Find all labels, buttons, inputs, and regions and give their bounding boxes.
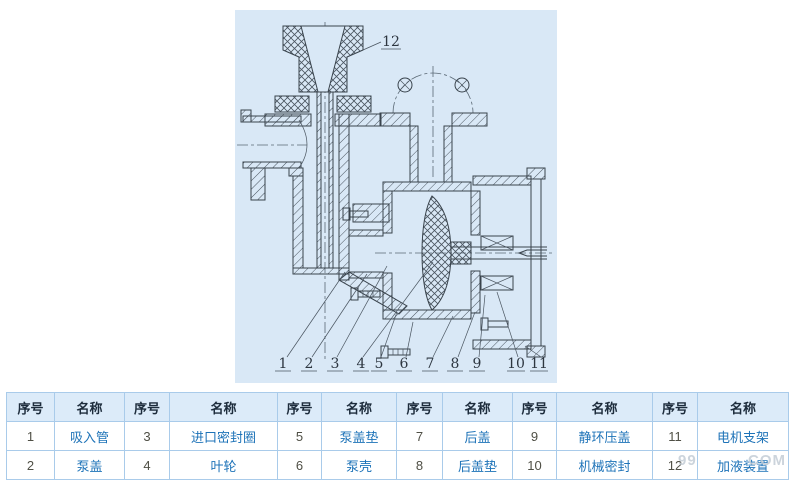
header-no: 序号 (124, 392, 170, 422)
part-name: 静环压盖 (556, 421, 653, 451)
pump-cross-section-drawing: 1 2 3 4 5 6 7 8 9 10 11 12 (237, 22, 553, 372)
header-name: 名称 (321, 392, 397, 422)
filling-funnel (282, 25, 364, 93)
bolt-fasteners (342, 203, 509, 359)
part-name: 电机支架 (697, 421, 789, 451)
part-name: 叶轮 (169, 450, 278, 480)
part-no: 9 (512, 421, 557, 451)
label-2: 2 (305, 356, 314, 372)
label-11: 11 (530, 356, 548, 372)
part-name: 加液装置 (697, 450, 789, 480)
header-no: 序号 (512, 392, 557, 422)
label-3: 3 (331, 356, 340, 372)
part-name: 机械密封 (556, 450, 653, 480)
header-no: 序号 (277, 392, 322, 422)
table-row: 2 泵盖 4 叶轮 6 泵壳 8 后盖垫 10 机械密封 12 加液装置 (6, 450, 789, 480)
part-number-labels: 1 2 3 4 5 6 7 8 9 10 11 12 (275, 34, 548, 372)
part-no: 3 (124, 421, 170, 451)
parts-table: 序号 名称 序号 名称 序号 名称 序号 名称 序号 名称 序号 名称 1 (6, 392, 789, 480)
part-no: 4 (124, 450, 170, 480)
parts-table-wrap: 序号 名称 序号 名称 序号 名称 序号 名称 序号 名称 序号 名称 1 (6, 392, 789, 480)
header-name: 名称 (169, 392, 278, 422)
part-no: 11 (652, 421, 698, 451)
part-no: 8 (396, 450, 443, 480)
label-4: 4 (357, 356, 366, 372)
impeller (421, 195, 472, 311)
header-name: 名称 (697, 392, 789, 422)
back-cover (470, 190, 481, 314)
part-no: 6 (277, 450, 322, 480)
discharge-pipe (379, 112, 488, 183)
label-6: 6 (400, 356, 409, 372)
part-name: 后盖 (442, 421, 513, 451)
table-row: 1 吸入管 3 进口密封圈 5 泵盖垫 7 后盖 9 静环压盖 11 电机支架 (6, 421, 789, 451)
mechanical-seal (480, 235, 514, 291)
part-no: 2 (6, 450, 55, 480)
pump-diagram-panel: 1 2 3 4 5 6 7 8 9 10 11 12 (235, 10, 557, 383)
leader-lines (286, 41, 542, 358)
part-no: 5 (277, 421, 322, 451)
part-name: 进口密封圈 (169, 421, 278, 451)
part-name: 后盖垫 (442, 450, 513, 480)
part-no: 10 (512, 450, 557, 480)
label-7: 7 (426, 356, 435, 372)
header-no: 序号 (6, 392, 55, 422)
label-10: 10 (507, 356, 525, 372)
motor-bracket (472, 167, 546, 358)
part-no: 7 (396, 421, 443, 451)
label-1: 1 (279, 356, 288, 372)
part-name: 泵壳 (321, 450, 397, 480)
label-12: 12 (382, 34, 400, 50)
header-name: 名称 (54, 392, 125, 422)
header-name: 名称 (442, 392, 513, 422)
part-no: 1 (6, 421, 55, 451)
bolt-circle-marks (397, 77, 470, 93)
header-name: 名称 (556, 392, 653, 422)
part-name: 吸入管 (54, 421, 125, 451)
label-5: 5 (375, 356, 384, 372)
label-8: 8 (451, 356, 460, 372)
header-no: 序号 (396, 392, 443, 422)
header-no: 序号 (652, 392, 698, 422)
part-name: 泵盖 (54, 450, 125, 480)
part-name: 泵盖垫 (321, 421, 397, 451)
suction-channel (348, 229, 384, 279)
label-9: 9 (473, 356, 482, 372)
table-header-row: 序号 名称 序号 名称 序号 名称 序号 名称 序号 名称 序号 名称 (6, 392, 789, 422)
part-no: 12 (652, 450, 698, 480)
